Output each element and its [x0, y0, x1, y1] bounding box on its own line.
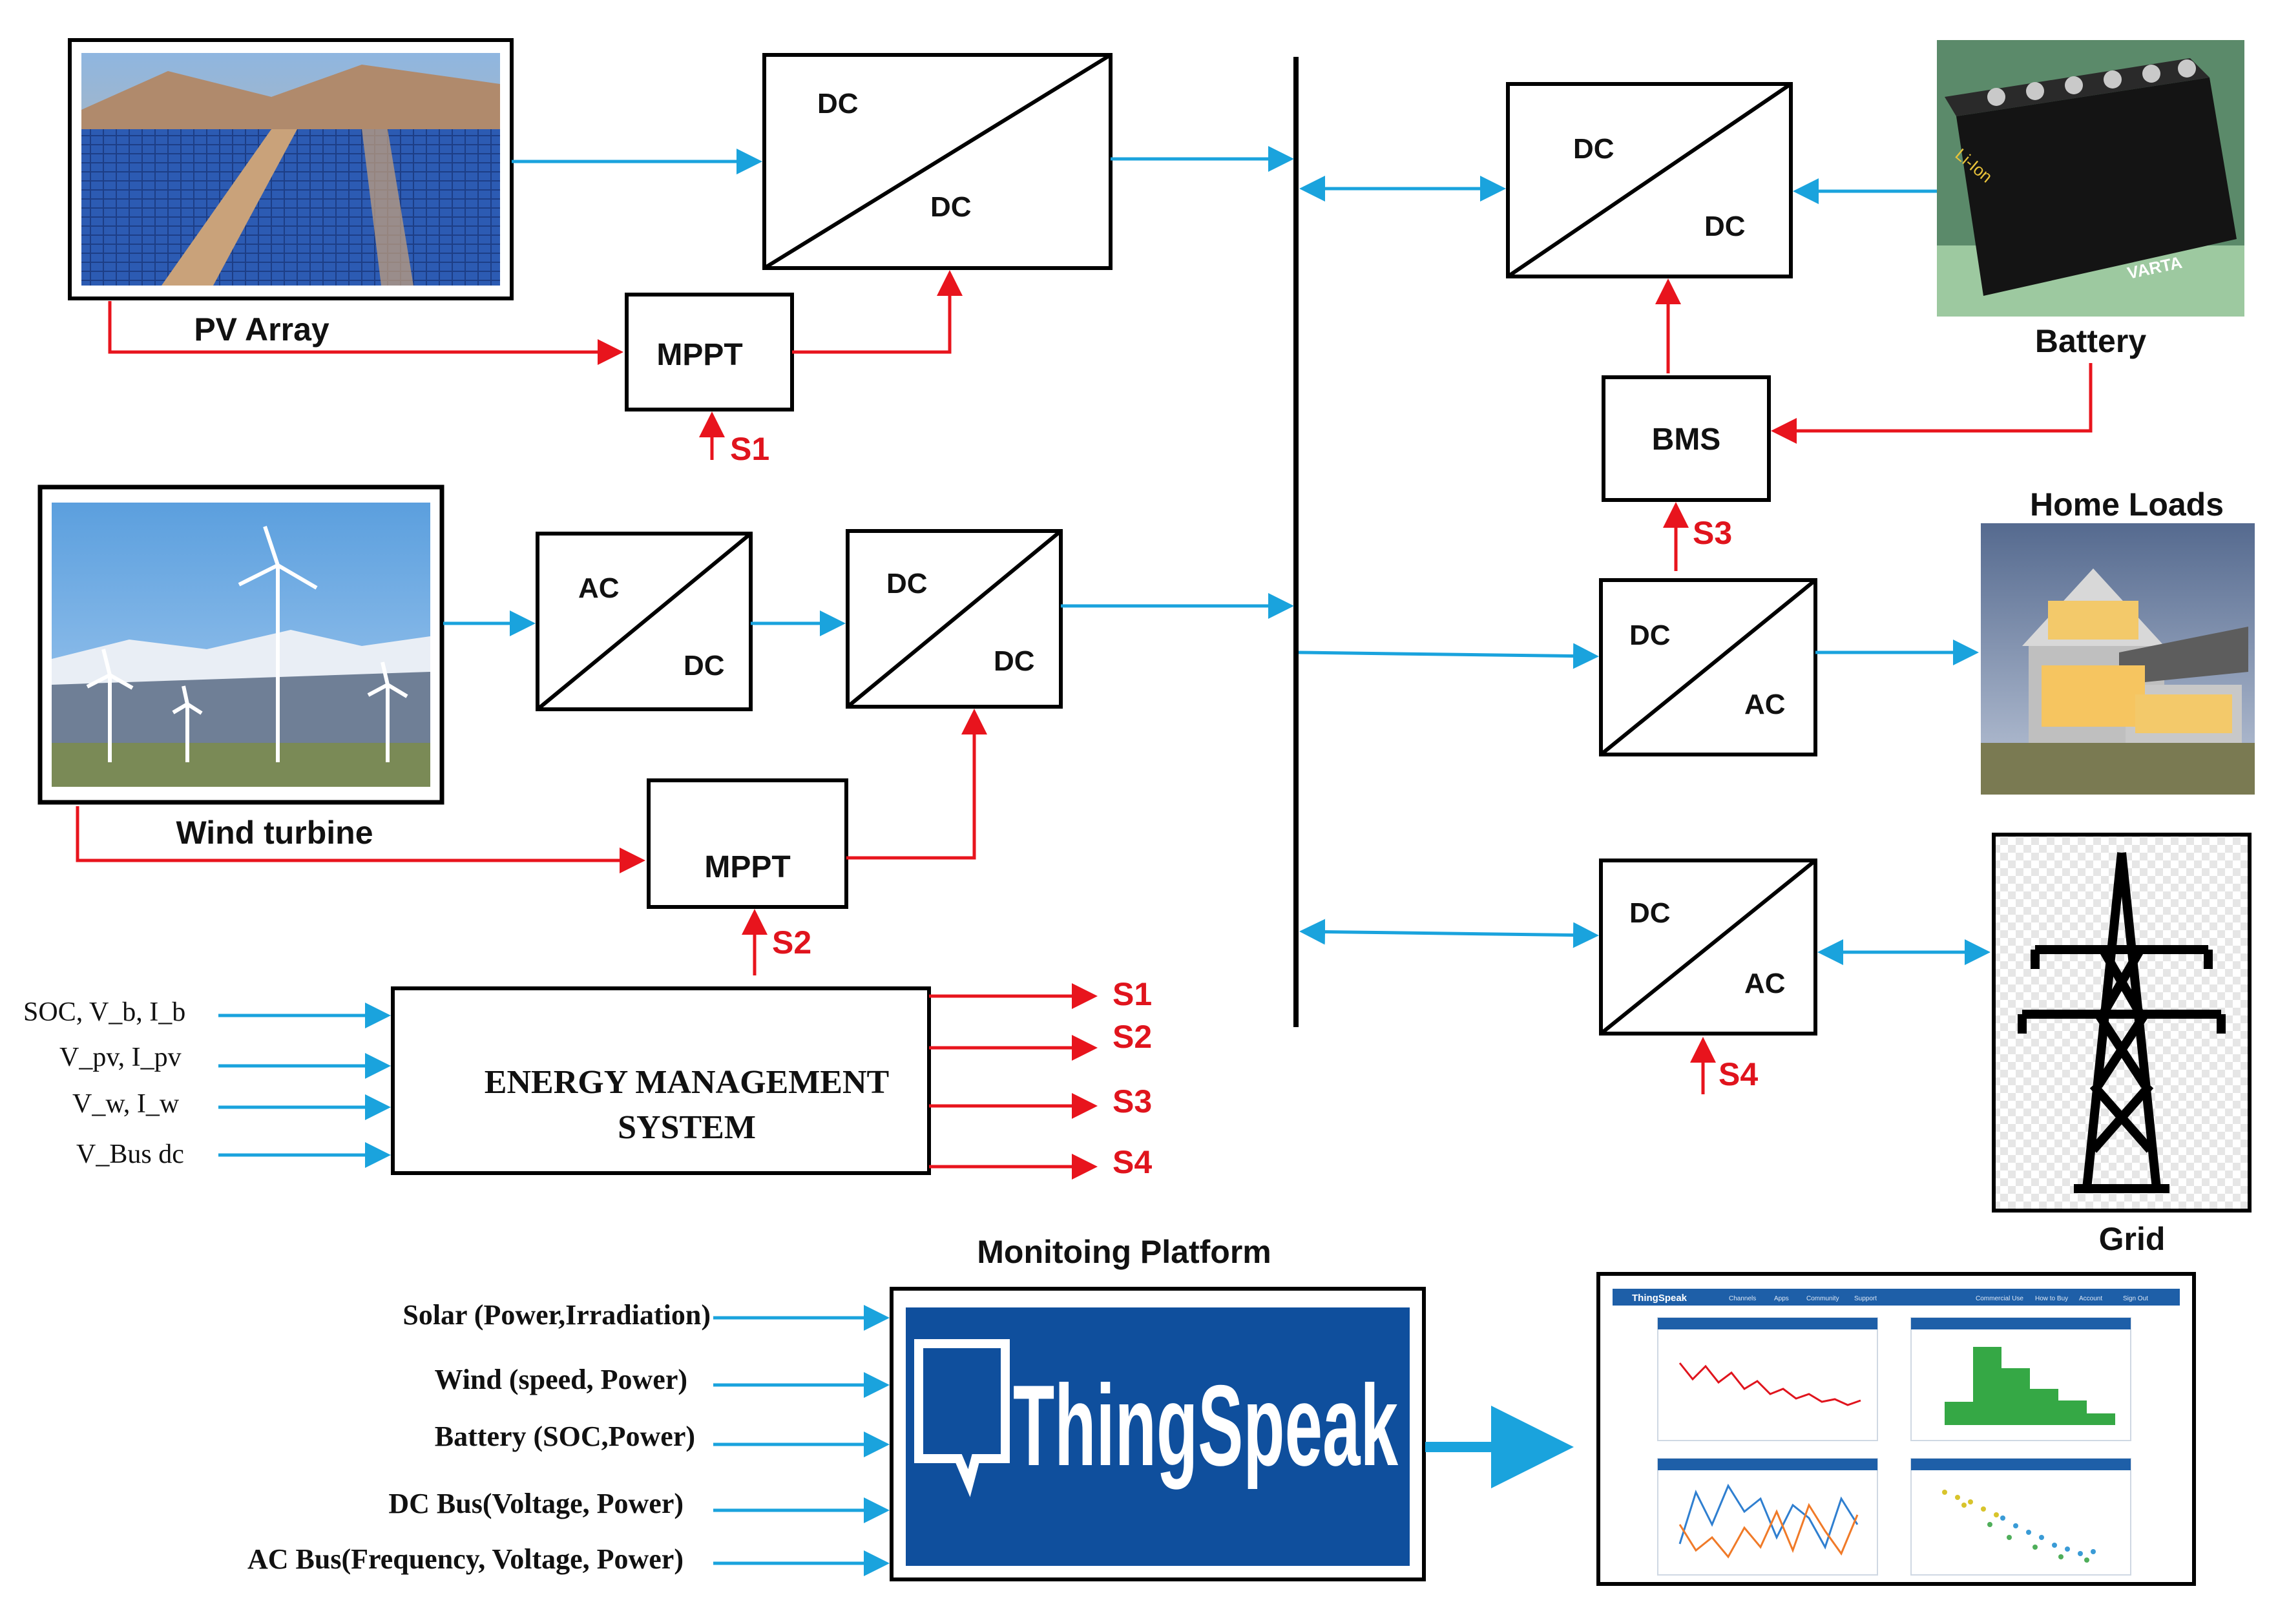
monitoring-input-1: Solar (Power,Irradiation)	[402, 1299, 711, 1331]
pv-mppt-label: MPPT	[656, 338, 742, 372]
home-loads-label: Home Loads	[2030, 486, 2224, 523]
ems-output-s3: S3	[1113, 1083, 1152, 1119]
ems-input-4: V_Bus dc	[76, 1140, 184, 1169]
signal-s3: S3	[1693, 515, 1732, 551]
wind-dcdc-converter: DC DC	[846, 529, 1063, 709]
monitoring-input-3: Battery (SOC,Power)	[435, 1421, 695, 1452]
wind-acdc-converter: AC DC	[536, 532, 753, 711]
pv-dcdc-top: DC	[817, 88, 859, 120]
dashboard-nav-2: Apps	[1774, 1295, 1789, 1302]
ems-output-s1: S1	[1113, 976, 1152, 1012]
home-dcac-top: DC	[1629, 619, 1671, 651]
pv-dcdc-bottom: DC	[930, 191, 972, 223]
wind-turbine-image	[37, 484, 444, 805]
ems-input-1: SOC, V_b, I_b	[23, 997, 185, 1027]
home-dcac-bottom: AC	[1744, 689, 1786, 720]
dashboard-nav-7: Account	[2079, 1295, 2102, 1302]
signal-s4: S4	[1719, 1056, 1758, 1092]
bms-label: BMS	[1652, 422, 1721, 457]
dashboard-brand: ThingSpeak	[1632, 1293, 1688, 1304]
wind-acdc-top: AC	[578, 572, 620, 604]
wind-acdc-bottom: DC	[684, 650, 725, 682]
grid-label: Grid	[2099, 1221, 2166, 1257]
home-loads-image	[1981, 523, 2255, 795]
battery-dcdc-bottom: DC	[1704, 211, 1746, 242]
ems-output-s4: S4	[1113, 1144, 1152, 1180]
dashboard-nav-3: Community	[1806, 1295, 1839, 1302]
battery-label: Battery	[2035, 323, 2146, 359]
monitoring-input-5: AC Bus(Frequency, Voltage, Power)	[247, 1543, 684, 1575]
wind-turbine-label: Wind turbine	[176, 815, 373, 851]
dashboard-nav-6: How to Buy	[2035, 1295, 2068, 1302]
pv-array-image	[68, 38, 514, 300]
ems-input-2: V_pv, I_pv	[59, 1043, 182, 1072]
ems-title-1: ENERGY MANAGEMENT	[485, 1064, 889, 1101]
dashboard-nav-1: Channels	[1729, 1295, 1756, 1302]
monitoring-input-4: DC Bus(Voltage, Power)	[388, 1488, 684, 1519]
grid-dcac-bottom: AC	[1744, 968, 1786, 999]
wind-mppt-label: MPPT	[704, 850, 790, 884]
ems-output-s2: S2	[1113, 1019, 1152, 1055]
grid-dcac-top: DC	[1629, 897, 1671, 929]
thingspeak-logo-box: ThingSpeak	[890, 1287, 1426, 1581]
dashboard-nav-8: Sign Out	[2123, 1295, 2148, 1302]
dashboard-nav-4: Support	[1854, 1295, 1877, 1302]
pv-mppt-block: MPPT	[625, 293, 794, 411]
wind-dcdc-bottom: DC	[994, 645, 1035, 677]
monitoring-title: Monitoing Platform	[977, 1234, 1271, 1270]
wind-mppt-block: MPPT	[647, 778, 848, 909]
ems-input-3: V_w, I_w	[72, 1089, 180, 1119]
signal-s2-wind: S2	[772, 924, 811, 961]
bms-block: BMS	[1602, 375, 1771, 502]
grid-dcac-converter: DC AC	[1599, 859, 1817, 1036]
battery-dcdc-top: DC	[1573, 133, 1614, 165]
ems-title-2: SYSTEM	[618, 1109, 756, 1146]
thingspeak-dashboard-screenshot: ThingSpeak Channels Apps Community Suppo…	[1596, 1272, 2196, 1586]
ems-block: ENERGY MANAGEMENT SYSTEM	[391, 986, 931, 1175]
grid-tower-image	[1992, 833, 2252, 1213]
signal-s1-pv: S1	[730, 431, 769, 467]
home-dcac-converter: DC AC	[1599, 578, 1817, 756]
battery-dcdc-converter: DC DC	[1506, 82, 1793, 278]
wind-dcdc-top: DC	[886, 568, 928, 599]
pv-array-label: PV Array	[194, 311, 329, 348]
battery-image: Li-Ion VARTA	[1937, 40, 2244, 317]
thingspeak-logo-text: ThingSpeak	[1013, 1361, 1399, 1490]
monitoring-input-2: Wind (speed, Power)	[434, 1364, 687, 1395]
dashboard-nav-5: Commercial Use	[1976, 1295, 2023, 1302]
pv-dcdc-converter: DC DC	[762, 53, 1113, 270]
